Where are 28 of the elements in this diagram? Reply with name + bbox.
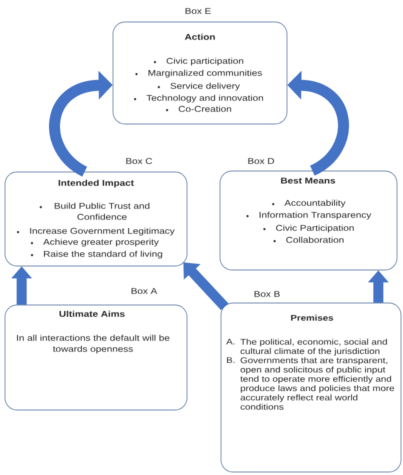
list-marker: A. <box>226 338 234 344</box>
list-marker: B. <box>227 357 234 363</box>
list-item: Increase Government Legitimacy <box>30 228 175 236</box>
list-item: Accountability <box>284 200 346 208</box>
heading: Intended Impact <box>58 180 134 188</box>
list-item: Technology and innovation <box>146 94 263 103</box>
list-item: Civic Participation <box>276 224 354 233</box>
box-label: Box E <box>186 8 211 14</box>
heading: Action <box>184 34 215 40</box>
box-label: Box D <box>248 158 274 164</box>
list-item: Information Transparency <box>260 212 372 220</box>
list-item: Raise the standard of living <box>44 250 162 259</box>
list-item: Build Public Trust and Confidence <box>54 202 150 220</box>
box-label: Box B <box>254 291 280 297</box>
body-text: The political, economic, social and cultural climate of the jurisdiction <box>240 338 387 356</box>
list-item: Collaboration <box>286 236 344 243</box>
list-item: Civic participation <box>166 58 244 66</box>
box-label: Box A <box>132 288 158 294</box>
heading: Best Means <box>281 178 336 184</box>
list-item: Service delivery <box>170 82 240 91</box>
list-item: Marginalized communities <box>148 70 262 78</box>
box-label: Box C <box>126 158 152 164</box>
list-item: Co-Creation <box>178 106 232 112</box>
heading: Premises <box>291 314 334 321</box>
body-text: Governments that are transparent, open and solicitous of public input tend to operate more efficiently and produce laws and policies that more accurately reflect real world conditions <box>240 357 394 410</box>
body-text: In all interactions the default will be towards openness <box>17 334 170 354</box>
heading: Ultimate Aims <box>60 310 125 317</box>
list-item: Achieve greater prosperity <box>43 238 159 247</box>
